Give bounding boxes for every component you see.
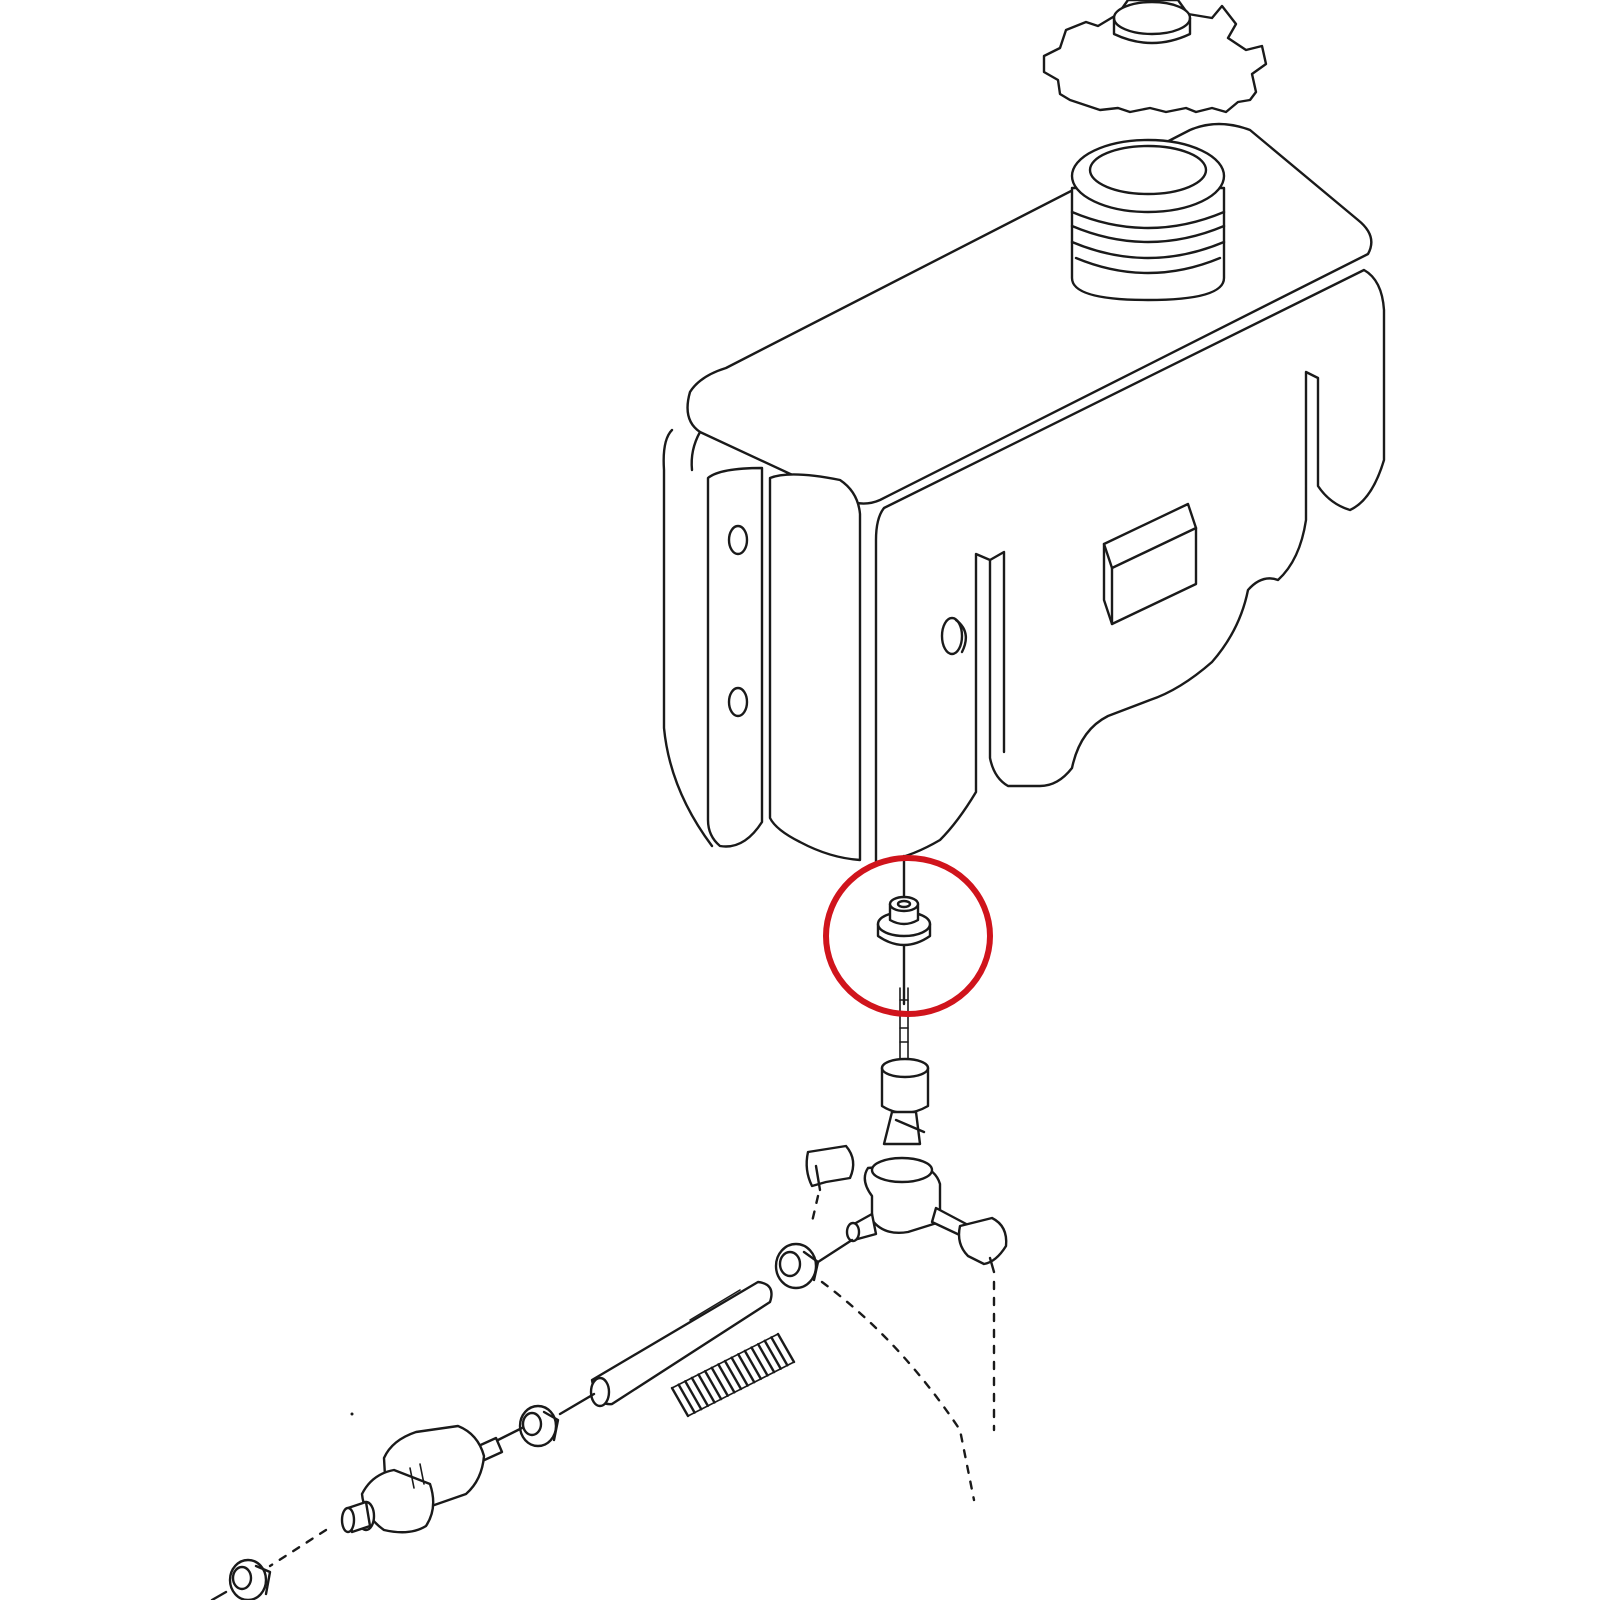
- tank-bushing[interactable]: [876, 895, 932, 947]
- spring[interactable]: [670, 1332, 796, 1418]
- filler-neck: [1070, 138, 1226, 302]
- fuel-filter[interactable]: [340, 1424, 524, 1534]
- highlight-circle: [823, 855, 993, 1017]
- fuel-cap-gear[interactable]: [1042, 0, 1268, 114]
- fuel-valve[interactable]: [805, 1057, 1008, 1274]
- hose-clamp-lower[interactable]: [518, 1404, 560, 1448]
- fuel-hose[interactable]: [589, 1280, 773, 1408]
- hose-clamp-bottom[interactable]: [228, 1558, 272, 1600]
- fuel-tank[interactable]: [662, 122, 1386, 864]
- spring-edge-top: [671, 1333, 779, 1389]
- hose-clamp-upper[interactable]: [774, 1242, 820, 1290]
- spring-edge-bottom: [687, 1361, 795, 1417]
- spring-coils: [670, 1332, 796, 1418]
